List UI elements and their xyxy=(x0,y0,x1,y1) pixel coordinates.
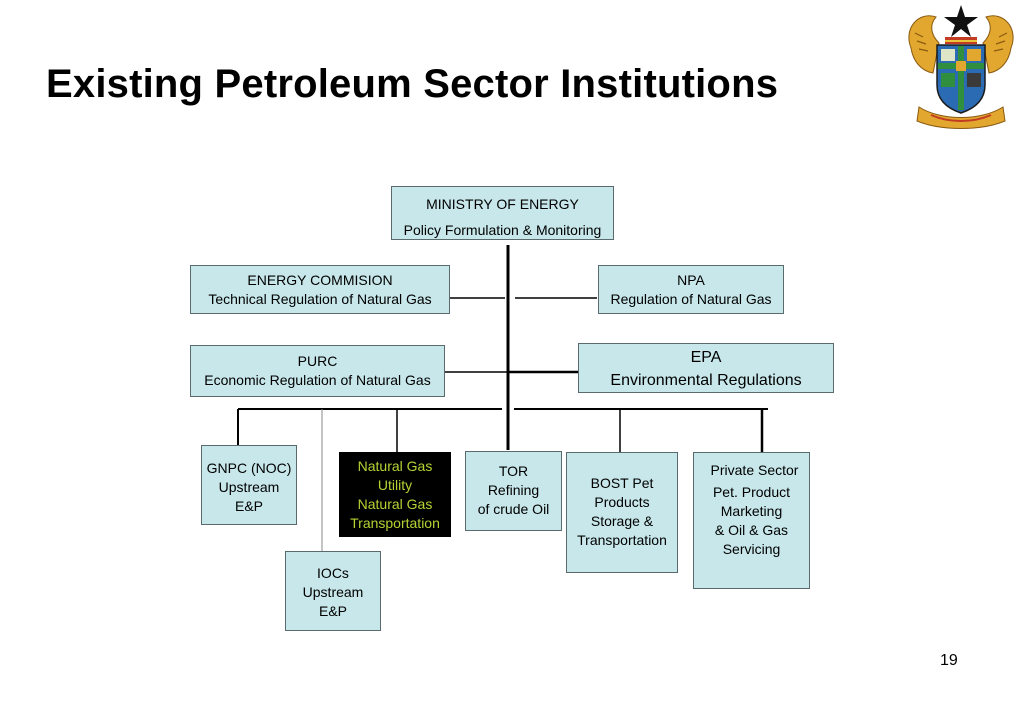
gnpc-box: GNPC (NOC) Upstream E&P xyxy=(201,445,297,525)
natural-gas-line-4: Transportation xyxy=(350,515,440,531)
natural-gas-line-1: Natural Gas xyxy=(357,458,433,474)
bost-line-2: Products xyxy=(594,494,650,510)
ministry-role: Policy Formulation & Monitoring xyxy=(403,222,602,238)
natural-gas-line-2: Utility xyxy=(377,477,413,493)
npa-name: NPA xyxy=(677,272,705,288)
energy-commission-role: Technical Regulation of Natural Gas xyxy=(208,291,432,307)
energy-commission-name: ENERGY COMMISION xyxy=(247,272,393,288)
gnpc-line-1: GNPC (NOC) xyxy=(206,460,292,476)
gnpc-line-3: E&P xyxy=(234,498,263,514)
private-sector-line-5: Servicing xyxy=(722,541,781,557)
iocs-line-1: IOCs xyxy=(317,565,349,581)
iocs-line-2: Upstream xyxy=(302,584,364,600)
epa-box: EPA Environmental Regulations xyxy=(578,343,834,393)
slide-title: Existing Petroleum Sector Institutions xyxy=(46,62,779,106)
tor-line-3: of crude Oil xyxy=(477,501,550,517)
gnpc-line-2: Upstream xyxy=(218,479,280,495)
purc-role: Economic Regulation of Natural Gas xyxy=(204,372,431,388)
iocs-box: IOCs Upstream E&P xyxy=(285,551,381,631)
ministry-of-energy-box: MINISTRY OF ENERGY Policy Formulation & … xyxy=(391,186,614,240)
coat-of-arms-emblem-icon xyxy=(908,5,1014,129)
epa-role: Environmental Regulations xyxy=(610,372,802,389)
energy-commission-box: ENERGY COMMISION Technical Regulation of… xyxy=(190,265,450,314)
bost-line-1: BOST Pet xyxy=(590,475,654,491)
slide-number: 19 xyxy=(940,652,958,669)
private-sector-line-2: Pet. Product xyxy=(712,484,791,500)
bost-line-3: Storage & xyxy=(590,513,654,529)
iocs-line-3: E&P xyxy=(318,603,347,619)
private-sector-line-1: Private Sector xyxy=(710,462,799,478)
purc-box: PURC Economic Regulation of Natural Gas xyxy=(190,345,445,397)
purc-name: PURC xyxy=(297,353,338,369)
tor-box: TOR Refining of crude Oil xyxy=(465,451,562,531)
ministry-name: MINISTRY OF ENERGY xyxy=(426,196,579,212)
private-sector-box: Private Sector Pet. Product Marketing & … xyxy=(693,452,810,589)
npa-role: Regulation of Natural Gas xyxy=(610,291,772,307)
bost-box: BOST Pet Products Storage & Transportati… xyxy=(566,452,678,573)
npa-box: NPA Regulation of Natural Gas xyxy=(598,265,784,314)
epa-name: EPA xyxy=(690,349,722,366)
private-sector-line-3: Marketing xyxy=(720,503,783,519)
natural-gas-line-3: Natural Gas xyxy=(357,496,433,512)
tor-line-1: TOR xyxy=(498,463,529,479)
natural-gas-box: Natural Gas Utility Natural Gas Transpor… xyxy=(339,452,451,537)
tor-line-2: Refining xyxy=(487,482,540,498)
private-sector-line-4: & Oil & Gas xyxy=(714,522,789,538)
bost-line-4: Transportation xyxy=(577,532,667,548)
